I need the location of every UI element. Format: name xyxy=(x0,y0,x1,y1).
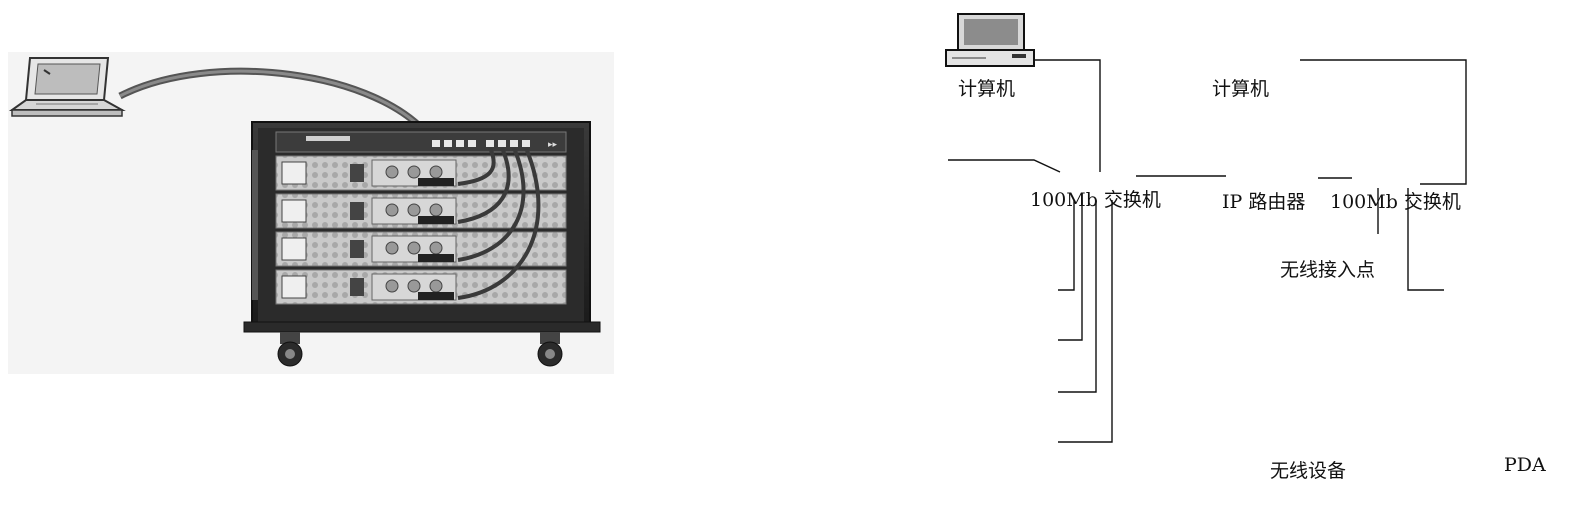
label-switch-right: 100Mb 交换机 xyxy=(1330,191,1461,213)
rack-cabinet: ▸▸ xyxy=(243,121,601,367)
rack-patch-cables xyxy=(457,147,541,300)
network-links xyxy=(948,59,1467,443)
rack-module-3 xyxy=(275,231,567,267)
right-network xyxy=(712,4,1584,514)
laptop-icon xyxy=(8,57,126,117)
label-router: IP 路由器 xyxy=(1222,191,1306,213)
label-access-point: 无线接入点 xyxy=(1280,259,1376,281)
rack-module-4 xyxy=(275,269,567,305)
label-switch-left: 100Mb 交换机 xyxy=(1030,189,1161,211)
cabinet-wheel-left xyxy=(277,332,303,367)
label-wireless-device: 无线设备 xyxy=(1270,460,1347,482)
svg-text:▸▸: ▸▸ xyxy=(548,140,558,150)
desktop-computer-icon xyxy=(945,13,1035,67)
label-pda: PDA xyxy=(1504,454,1546,476)
label-computer-right: 计算机 xyxy=(1212,78,1270,100)
cabinet-wheel-right xyxy=(537,332,563,367)
left-illustration: ▸▸ xyxy=(8,52,614,374)
rack-module-2 xyxy=(275,193,567,229)
label-computer-left: 计算机 xyxy=(958,78,1016,100)
